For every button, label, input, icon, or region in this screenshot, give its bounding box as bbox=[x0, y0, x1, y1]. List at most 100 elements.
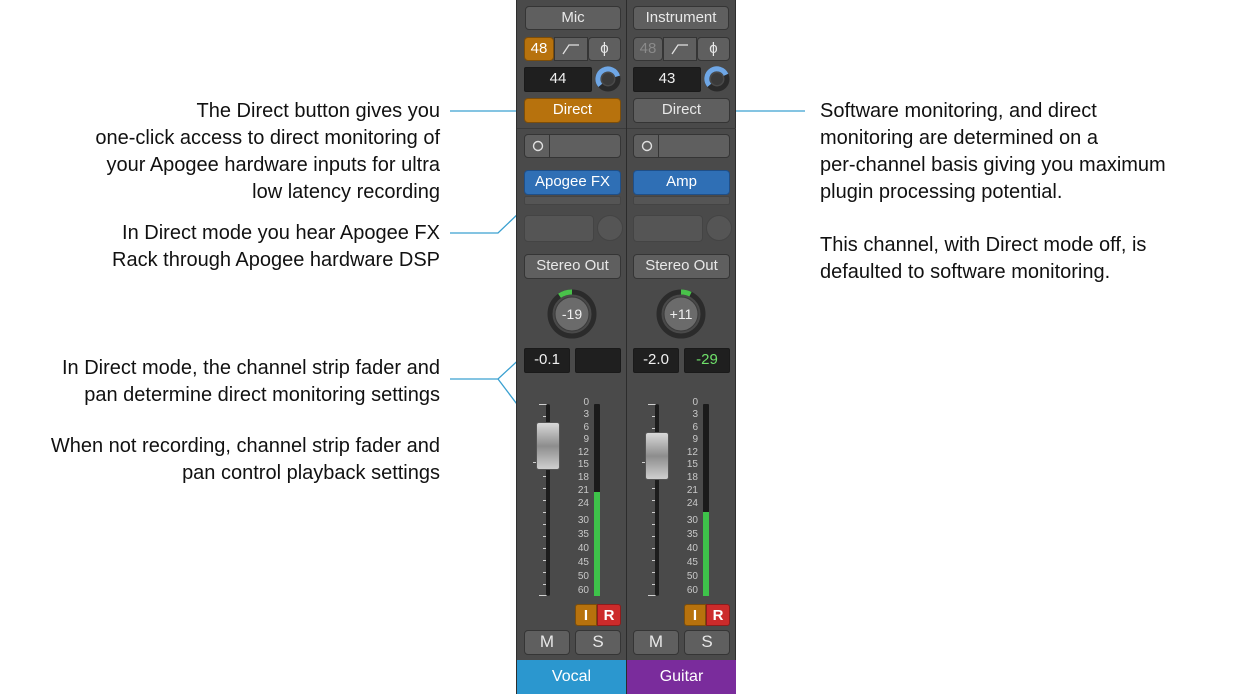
setting-slot[interactable] bbox=[633, 134, 730, 158]
meter-scale: 0 3 6 9 12 15 18 21 24 30 35 40 45 50 60 bbox=[577, 397, 589, 598]
level-meter bbox=[703, 404, 709, 596]
meter-tick-label: 40 bbox=[686, 543, 698, 554]
circle-icon bbox=[641, 140, 653, 152]
meter-tick-label: 12 bbox=[686, 447, 698, 458]
phantom-power-button[interactable]: 48 bbox=[633, 37, 663, 61]
meter-tick-label: 45 bbox=[686, 557, 698, 568]
level-meter-fill bbox=[703, 512, 709, 596]
meter-tick-label: 60 bbox=[686, 585, 698, 596]
level-meter-fill bbox=[594, 492, 600, 596]
circle-icon bbox=[532, 140, 544, 152]
record-enable-button[interactable]: R bbox=[597, 604, 621, 626]
phantom-power-button[interactable]: 48 bbox=[524, 37, 554, 61]
meter-tick-label: 9 bbox=[692, 434, 698, 445]
meter-scale: 0 3 6 9 12 15 18 21 24 30 35 40 45 50 60 bbox=[686, 397, 698, 598]
output-select-button[interactable]: Stereo Out bbox=[633, 254, 730, 279]
solo-button[interactable]: S bbox=[684, 630, 730, 655]
fader-track[interactable] bbox=[655, 404, 659, 596]
meter-tick-label: 18 bbox=[577, 472, 589, 483]
fader-track[interactable] bbox=[546, 404, 550, 596]
meter-tick-label: 0 bbox=[583, 397, 589, 408]
pan-value: -19 bbox=[561, 306, 583, 322]
high-pass-filter-button[interactable] bbox=[554, 37, 588, 61]
meter-tick-label: 60 bbox=[577, 585, 589, 596]
meter-tick-label: 35 bbox=[577, 529, 589, 540]
meter-tick-label: 0 bbox=[692, 397, 698, 408]
empty-insert-slot[interactable] bbox=[633, 196, 730, 205]
annotation-playback: When not recording, channel strip fader … bbox=[50, 435, 440, 484]
mixer-panel: Mic 48 ϕ 44 Direct Apogee FX Stereo Out … bbox=[516, 0, 736, 694]
volume-fader[interactable] bbox=[536, 422, 560, 470]
meter-tick-label: 30 bbox=[577, 515, 589, 526]
peak-display[interactable]: -29 bbox=[684, 348, 730, 373]
meter-tick-label: 21 bbox=[686, 485, 698, 496]
direct-button[interactable]: Direct bbox=[633, 98, 730, 123]
pan-knob[interactable] bbox=[654, 287, 708, 341]
input-select-button[interactable]: Instrument bbox=[633, 6, 729, 30]
send-knob[interactable] bbox=[597, 215, 623, 241]
gain-knob[interactable] bbox=[595, 66, 621, 92]
meter-tick-label: 12 bbox=[577, 447, 589, 458]
peak-display[interactable] bbox=[575, 348, 621, 373]
annotation-software-monitoring: Software monitoring, and direct monitori… bbox=[820, 100, 1166, 203]
meter-tick-label: 9 bbox=[583, 434, 589, 445]
record-enable-button[interactable]: R bbox=[706, 604, 730, 626]
output-select-button[interactable]: Stereo Out bbox=[524, 254, 621, 279]
meter-tick-label: 3 bbox=[583, 409, 589, 420]
mute-button[interactable]: M bbox=[524, 630, 570, 655]
pan-knob[interactable] bbox=[545, 287, 599, 341]
meter-tick-label: 50 bbox=[577, 571, 589, 582]
fx-insert-apogee-fx[interactable]: Apogee FX bbox=[524, 170, 621, 195]
direct-button[interactable]: Direct bbox=[524, 98, 621, 123]
gain-display[interactable]: 43 bbox=[633, 67, 701, 92]
input-monitor-button[interactable]: I bbox=[684, 604, 706, 626]
send-slot[interactable] bbox=[524, 215, 594, 242]
high-pass-icon bbox=[562, 44, 579, 55]
empty-insert-slot[interactable] bbox=[524, 196, 621, 205]
volume-display[interactable]: -2.0 bbox=[633, 348, 679, 373]
pan-value: +11 bbox=[669, 306, 693, 322]
meter-tick-label: 50 bbox=[686, 571, 698, 582]
high-pass-filter-button[interactable] bbox=[663, 37, 697, 61]
channel-strip-vocal: Mic 48 ϕ 44 Direct Apogee FX Stereo Out … bbox=[517, 0, 626, 694]
meter-tick-label: 30 bbox=[686, 515, 698, 526]
channel-name-guitar[interactable]: Guitar bbox=[627, 660, 736, 694]
meter-tick-label: 24 bbox=[577, 498, 589, 509]
solo-button[interactable]: S bbox=[575, 630, 621, 655]
gain-display[interactable]: 44 bbox=[524, 67, 592, 92]
meter-tick-label: 35 bbox=[686, 529, 698, 540]
annotation-direct-button: The Direct button gives you one-click ac… bbox=[95, 100, 440, 203]
meter-tick-label: 45 bbox=[577, 557, 589, 568]
fx-insert-amp[interactable]: Amp bbox=[633, 170, 730, 195]
annotation-direct-off: This channel, with Direct mode off, is d… bbox=[820, 234, 1147, 283]
send-slot[interactable] bbox=[633, 215, 703, 242]
high-pass-icon bbox=[671, 44, 688, 55]
annotation-direct-mode-fx: In Direct mode you hear Apogee FX Rack t… bbox=[112, 222, 440, 271]
meter-tick-label: 21 bbox=[577, 485, 589, 496]
meter-tick-label: 6 bbox=[692, 422, 698, 433]
channel-name-vocal[interactable]: Vocal bbox=[517, 660, 626, 694]
section-separator bbox=[517, 128, 626, 129]
annotation-fader-pan: In Direct mode, the channel strip fader … bbox=[62, 357, 440, 406]
meter-tick-label: 15 bbox=[577, 459, 589, 470]
gain-knob[interactable] bbox=[704, 66, 730, 92]
meter-tick-label: 3 bbox=[692, 409, 698, 420]
setting-slot[interactable] bbox=[524, 134, 621, 158]
input-monitor-button[interactable]: I bbox=[575, 604, 597, 626]
meter-tick-label: 6 bbox=[583, 422, 589, 433]
channel-strip-guitar: Instrument 48 ϕ 43 Direct Amp Stereo Out… bbox=[627, 0, 736, 694]
input-select-button[interactable]: Mic bbox=[525, 6, 621, 30]
meter-tick-label: 18 bbox=[686, 472, 698, 483]
volume-fader[interactable] bbox=[645, 432, 669, 480]
level-meter bbox=[594, 404, 600, 596]
slot-divider bbox=[658, 134, 659, 158]
send-knob[interactable] bbox=[706, 215, 732, 241]
section-separator bbox=[627, 128, 736, 129]
meter-tick-label: 40 bbox=[577, 543, 589, 554]
phase-invert-button[interactable]: ϕ bbox=[588, 37, 621, 61]
phase-invert-button[interactable]: ϕ bbox=[697, 37, 730, 61]
mute-button[interactable]: M bbox=[633, 630, 679, 655]
volume-display[interactable]: -0.1 bbox=[524, 348, 570, 373]
strip-divider bbox=[626, 0, 627, 694]
meter-tick-label: 24 bbox=[686, 498, 698, 509]
